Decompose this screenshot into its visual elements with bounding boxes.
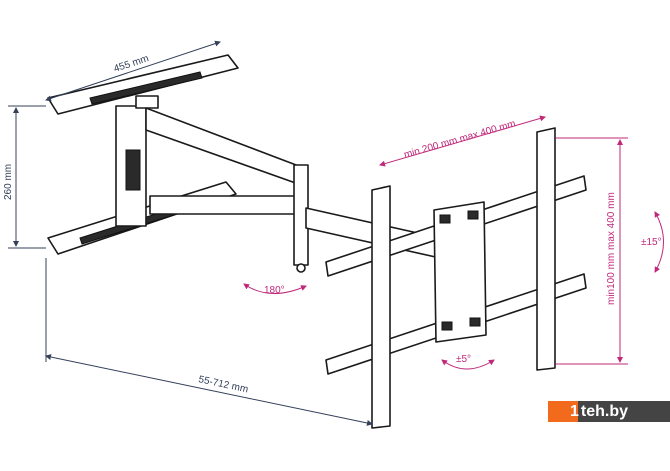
dimension-260: 260 mm bbox=[3, 105, 46, 249]
swivel-label: 180° bbox=[264, 285, 285, 296]
swivel-indicator: 180° bbox=[243, 283, 307, 296]
dimension-vertical-vesa: min100 mm max 400 mm bbox=[556, 137, 628, 365]
dimension-extension: 55-712 mm bbox=[45, 258, 373, 426]
watermark-orange-block bbox=[548, 401, 578, 422]
tilt-label: ±15° bbox=[641, 237, 662, 248]
dimension-horizontal-vesa: min 200 mm max 400 mm bbox=[379, 115, 546, 167]
watermark-text: teh.by bbox=[580, 402, 629, 420]
tv-bracket bbox=[325, 127, 587, 429]
wall-plate bbox=[47, 54, 239, 255]
watermark-prefix: 1 bbox=[570, 402, 579, 420]
wall-plate-height-label: 260 mm bbox=[3, 164, 14, 200]
extension-label: 55-712 mm bbox=[197, 374, 249, 395]
rotation-label: ±5° bbox=[456, 354, 471, 365]
tilt-indicator: ±15° bbox=[641, 211, 664, 273]
vertical-vesa-label: min100 mm max 400 mm bbox=[606, 192, 617, 305]
rotation-indicator: ±5° bbox=[441, 354, 495, 370]
horizontal-vesa-label: min 200 mm max 400 mm bbox=[403, 118, 517, 160]
watermark-logo: 1 teh.by bbox=[548, 401, 670, 422]
